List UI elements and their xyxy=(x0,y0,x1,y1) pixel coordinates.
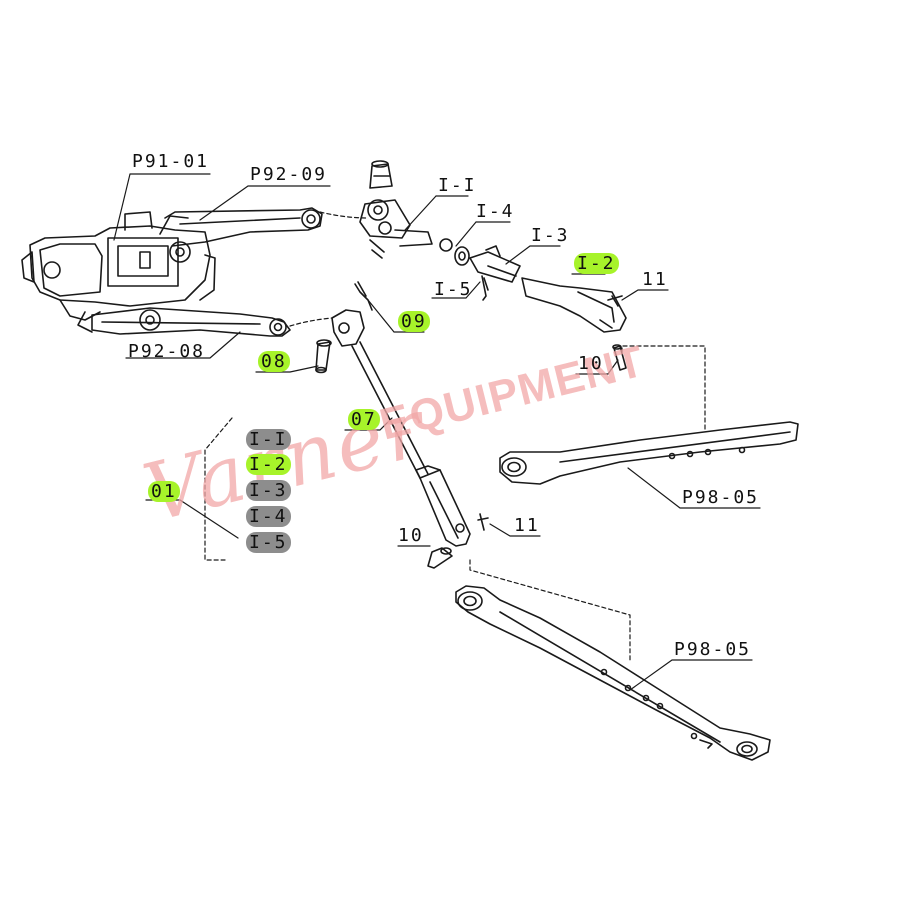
label-i3-top: I-3 xyxy=(531,225,570,246)
lower-link-arm-top xyxy=(499,421,799,485)
label-p98-05-top: P98-05 xyxy=(682,487,760,508)
list-item-i5: I-5 xyxy=(246,532,291,553)
lift-arm-upper xyxy=(164,207,323,247)
lift-rod xyxy=(331,309,471,547)
label-p98-05-low: P98-05 xyxy=(674,639,752,660)
highlight-i2-top: I-2 xyxy=(574,253,619,274)
label-07: 07 xyxy=(348,409,380,430)
lift-arm-lower xyxy=(77,307,291,337)
highlight-08: 08 xyxy=(258,351,290,372)
top-pin xyxy=(369,160,393,189)
label-p92-08: P92-08 xyxy=(128,341,206,362)
label-10-low: 10 xyxy=(398,525,424,546)
spring-clip-top xyxy=(607,295,623,307)
connector-lines xyxy=(204,211,706,661)
label-11-top: 11 xyxy=(642,269,668,290)
label-p92-09: P92-09 xyxy=(250,164,328,185)
lock-pin xyxy=(481,275,487,301)
highlight-list-i5: I-5 xyxy=(246,532,291,553)
list-item-i2: I-2 xyxy=(246,454,291,475)
label-i1-top: I-I xyxy=(438,175,477,196)
adjusting-tube xyxy=(469,245,521,291)
highlight-09: 09 xyxy=(398,311,430,332)
label-p91-01: P91-01 xyxy=(132,151,210,172)
pin-08 xyxy=(315,339,332,374)
label-11-mid: 11 xyxy=(514,515,540,536)
highlight-07: 07 xyxy=(348,409,380,430)
label-10-top: 10 xyxy=(578,353,604,374)
hydraulic-housing xyxy=(21,211,216,321)
rod-end xyxy=(521,277,627,333)
label-01: 01 xyxy=(148,481,180,502)
highlight-01: 01 xyxy=(148,481,180,502)
hex-nut xyxy=(439,238,470,266)
spring-clip-mid xyxy=(477,513,489,531)
label-i5-top: I-5 xyxy=(434,279,473,300)
label-08: 08 xyxy=(258,351,290,372)
label-09: 09 xyxy=(398,311,430,332)
lower-link-arm-bottom xyxy=(455,585,771,761)
label-i4-top: I-4 xyxy=(476,201,515,222)
list-item-i3: I-3 xyxy=(246,480,291,501)
pin-top xyxy=(612,344,627,371)
label-i2-top: I-2 xyxy=(574,253,619,274)
highlight-list-i2: I-2 xyxy=(246,454,291,475)
leader-lines xyxy=(113,173,761,691)
top-link-end xyxy=(359,199,433,259)
spring-clip-left xyxy=(354,281,373,311)
highlight-list-i1: I-I xyxy=(246,429,291,450)
highlight-list-i3: I-3 xyxy=(246,480,291,501)
list-item-i1: I-I xyxy=(246,429,291,450)
highlight-list-i4: I-4 xyxy=(246,506,291,527)
list-item-i4: I-4 xyxy=(246,506,291,527)
pin-lower xyxy=(427,547,453,569)
